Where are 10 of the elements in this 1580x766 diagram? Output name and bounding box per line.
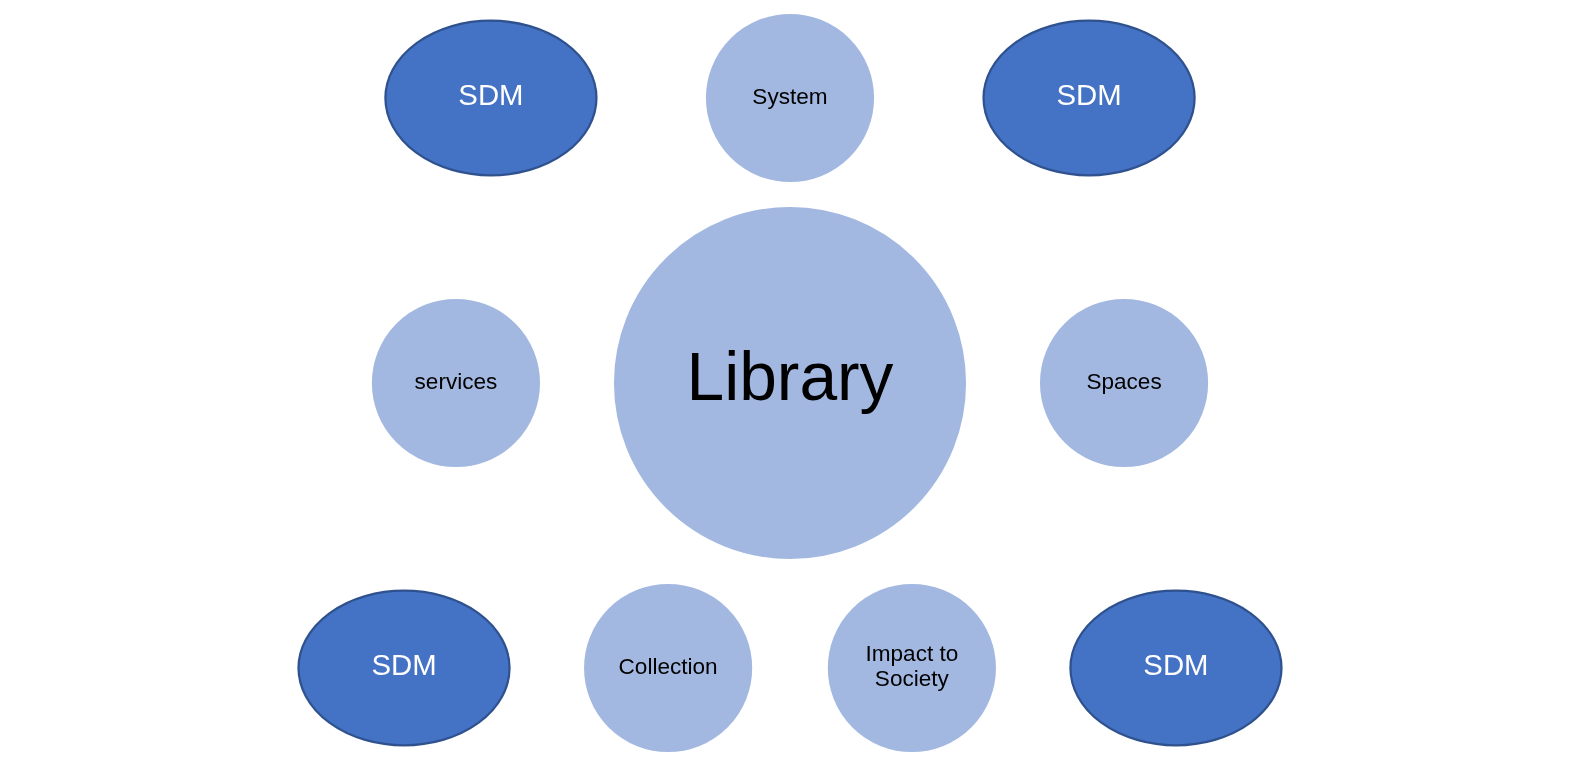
node-ellipse: SDM [384,19,598,177]
node-ellipse: SDM [1069,589,1283,747]
node-circle: Library [613,206,967,560]
node-circle: Spaces [1037,296,1211,470]
node-circle: System [703,11,877,185]
node-ellipse: SDM [982,19,1196,177]
node-circle: Impact to Society [825,581,999,755]
node-circle: services [369,296,543,470]
node-circle: Collection [581,581,755,755]
node-ellipse: SDM [297,589,511,747]
